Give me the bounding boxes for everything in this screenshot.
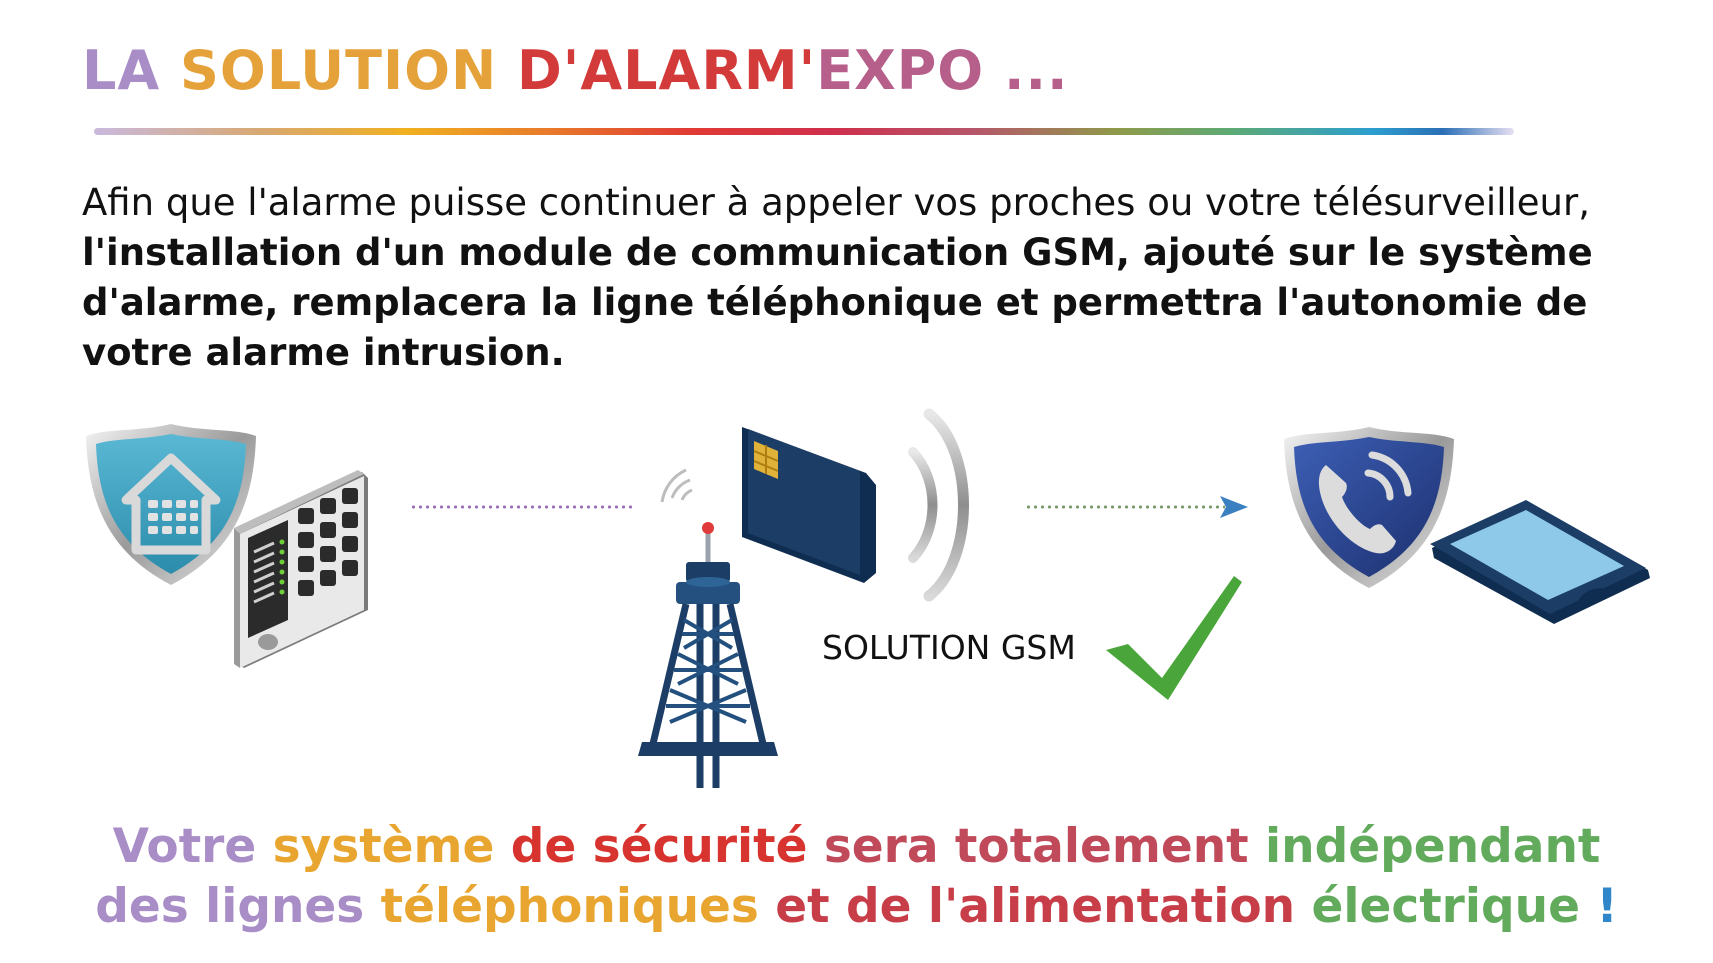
page-title: LA SOLUTION D'ALARM'EXPO ... — [82, 44, 1069, 98]
gsm-solution-label: SOLUTION GSM — [822, 628, 1076, 667]
sim-card-icon — [742, 427, 876, 583]
closing-1-part-1: Votre — [112, 819, 273, 874]
intro-paragraph: Afin que l'alarme puisse continuer à app… — [82, 178, 1642, 378]
title-part-3: D'ALARM' — [516, 39, 817, 102]
intro-line: Afin que l'alarme puisse continuer à app… — [82, 181, 1590, 224]
signal-waves-icon — [908, 408, 969, 602]
connector-dots-right — [1025, 505, 1225, 509]
title-divider — [94, 128, 1514, 135]
connector-dots-left — [410, 505, 635, 509]
closing-2-part-4: électrique — [1311, 879, 1580, 934]
arrow-icon — [1220, 496, 1248, 518]
alarm-shield-icon — [86, 424, 256, 585]
closing-2-part-2: téléphoniques — [380, 879, 776, 934]
cell-tower-icon — [638, 468, 778, 788]
closing-2-part-3: et de l'alimentation — [775, 879, 1312, 934]
title-part-4: EXPO ... — [816, 39, 1069, 102]
phone-shield-icon — [1284, 427, 1454, 588]
closing-2-part-1: des lignes — [95, 879, 381, 934]
closing-1-part-3: de sécurité — [510, 819, 824, 874]
smartphone-icon — [1430, 500, 1650, 624]
closing-1-part-5: indépendant — [1265, 819, 1601, 874]
title-part-2: SOLUTION — [180, 39, 517, 102]
checkmark-icon — [1106, 576, 1242, 700]
intro-bold-text: l'installation d'un module de communicat… — [82, 231, 1593, 374]
keypad-icon — [234, 470, 368, 668]
closing-2-part-5: ! — [1579, 879, 1618, 934]
closing-1-part-2: système — [272, 819, 511, 874]
closing-line-1: Votre système de sécurité sera totalemen… — [0, 815, 1713, 879]
closing-line-2: des lignes téléphoniques et de l'aliment… — [0, 875, 1713, 939]
title-part-1: LA — [82, 39, 181, 102]
closing-1-part-4: sera totalement — [823, 819, 1266, 874]
